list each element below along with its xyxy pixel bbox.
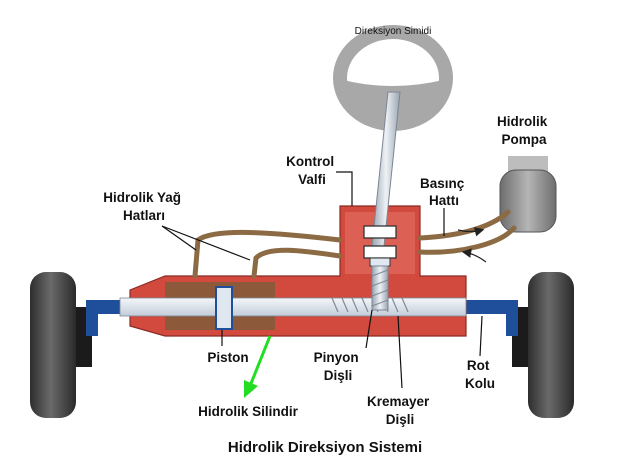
label-line: Kolu [465,376,495,391]
leader-oil-lines-2 [161,225,251,261]
leader-control-valve [336,171,353,206]
pressure-line [417,209,517,255]
flow-arrow-icon [461,248,487,263]
label-line: Hidrolik [497,114,548,129]
label-line: Hattı [429,193,459,208]
right-tire [512,272,574,418]
label-steering-wheel: Direksiyon Simidi [355,26,432,37]
label-line: Hidrolik Yağ [103,190,181,205]
label-hydraulic-oil-lines: Hidrolik Yağ Hatları [103,190,185,223]
label-pressure-line: Basınç Hattı [420,176,468,208]
control-valve [363,225,397,267]
label-line: Pinyon [314,350,359,365]
label-line: Rot [467,358,490,373]
label-line: Dişli [324,368,353,383]
piston [215,286,233,330]
rack-bar [119,297,467,317]
label-piston: Piston [207,350,248,365]
pinion-shaft [371,265,389,311]
leader-oil-lines-1 [161,225,197,251]
leader-pinion [365,309,373,349]
label-rack-gear: Kremayer Dişli [367,394,433,427]
label-hydraulic-pump: Hidrolik Pompa [497,114,551,147]
label-line: Basınç [420,176,465,191]
label-control-valve: Kontrol Valfi [286,154,338,187]
label-hydraulic-cylinder: Hidrolik Silindir [198,404,299,419]
label-line: Kremayer [367,394,430,409]
diagram-title: Hidrolik Direksiyon Sistemi [228,439,422,456]
label-pinion-gear: Pinyon Dişli [314,350,363,383]
hydraulic-pump [499,156,557,233]
label-line: Dişli [386,412,415,427]
label-line: Kontrol [286,154,334,169]
left-tire [30,272,92,418]
label-line: Valfi [298,172,326,187]
hydraulic-cylinder-arrow-icon [244,335,272,398]
leader-tie-rod [479,315,483,357]
label-tie-rod: Rot Kolu [465,358,495,391]
flow-arrow-icon [457,227,485,237]
label-line: Hatları [123,208,165,223]
label-line: Pompa [501,132,547,147]
hydraulic-oil-lines [192,229,343,279]
leader-rack [397,315,403,389]
